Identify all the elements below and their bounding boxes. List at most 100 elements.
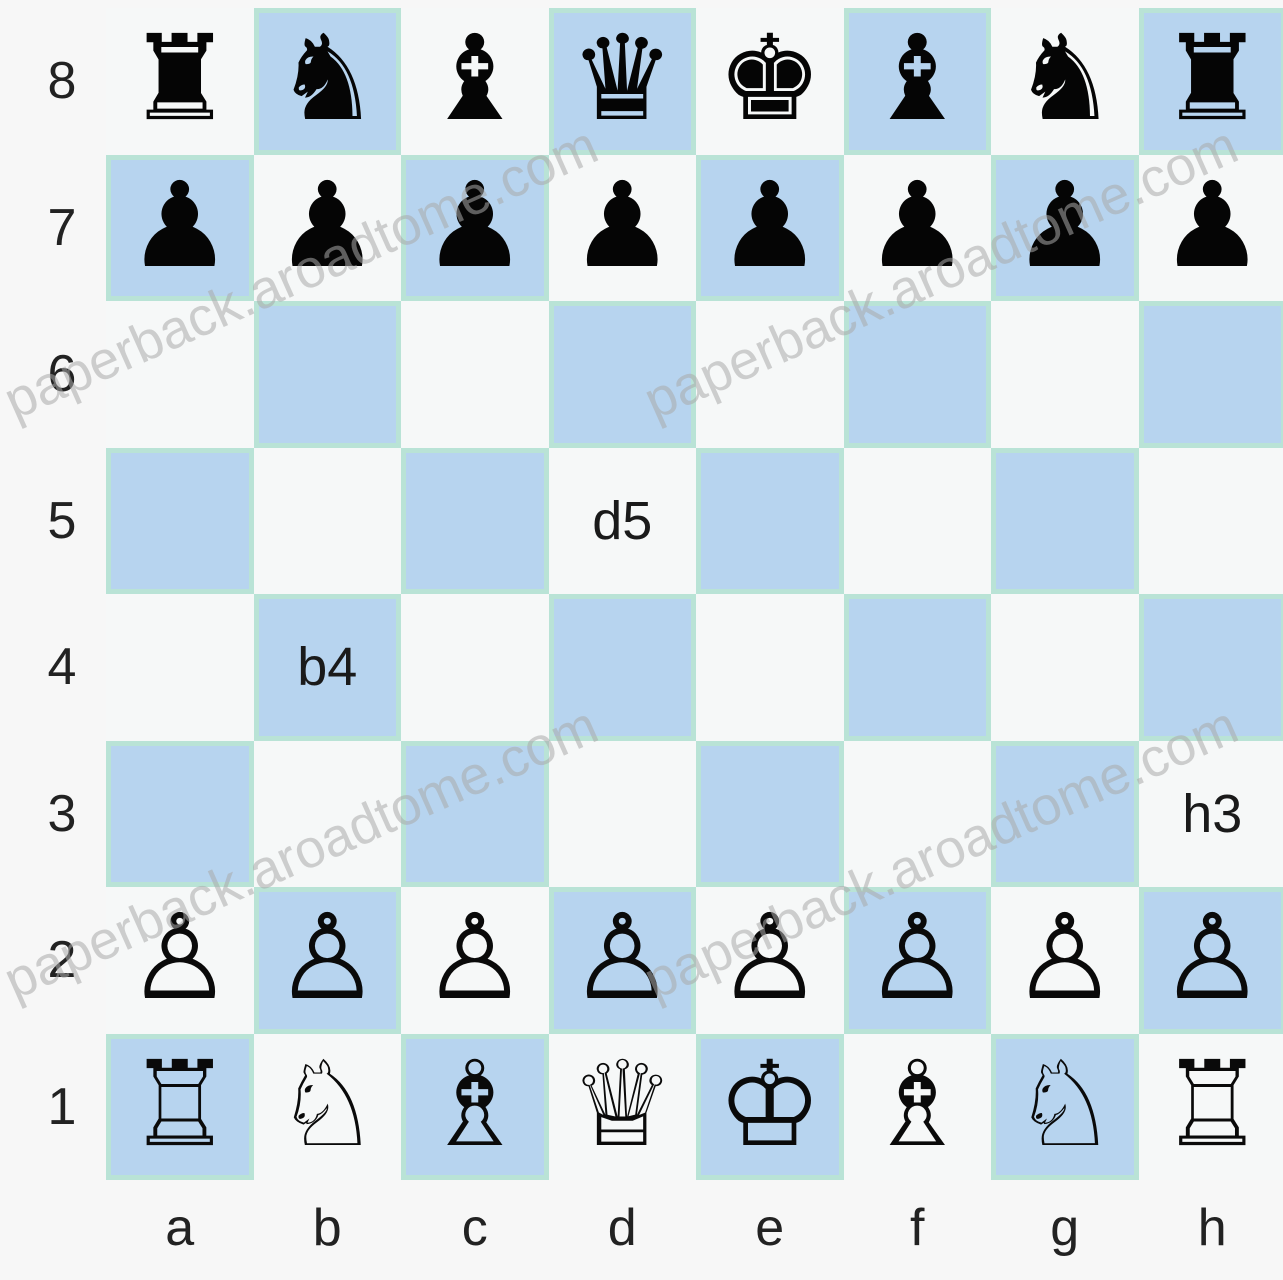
- black-pawn-icon[interactable]: ♟: [274, 166, 380, 284]
- square-g1[interactable]: ♘: [991, 1034, 1139, 1181]
- black-queen-icon[interactable]: ♛: [569, 19, 675, 137]
- black-rook-icon[interactable]: ♜: [1159, 19, 1265, 137]
- square-c7[interactable]: ♟: [401, 155, 549, 302]
- square-a6[interactable]: [106, 301, 254, 448]
- square-f1[interactable]: ♗: [844, 1034, 992, 1181]
- square-g7[interactable]: ♟: [991, 155, 1139, 302]
- square-h3[interactable]: h3: [1139, 741, 1283, 888]
- square-b6[interactable]: [254, 301, 402, 448]
- black-bishop-icon[interactable]: ♝: [864, 19, 970, 137]
- black-pawn-icon[interactable]: ♟: [1012, 166, 1118, 284]
- black-knight-icon[interactable]: ♞: [274, 19, 380, 137]
- square-e1[interactable]: ♔: [696, 1034, 844, 1181]
- square-g2[interactable]: ♙: [991, 887, 1139, 1034]
- black-king-icon[interactable]: ♚: [717, 19, 823, 137]
- file-label: a: [106, 1188, 254, 1268]
- square-a7[interactable]: ♟: [106, 155, 254, 302]
- square-b3[interactable]: [254, 741, 402, 888]
- white-knight-icon[interactable]: ♘: [1012, 1045, 1118, 1163]
- square-h1[interactable]: ♖: [1139, 1034, 1283, 1181]
- square-e3[interactable]: [696, 741, 844, 888]
- white-rook-icon[interactable]: ♖: [127, 1045, 233, 1163]
- file-label: g: [991, 1188, 1139, 1268]
- square-f6[interactable]: [844, 301, 992, 448]
- square-g5[interactable]: [991, 448, 1139, 595]
- white-pawn-icon[interactable]: ♙: [1012, 898, 1118, 1016]
- white-queen-icon[interactable]: ♕: [569, 1045, 675, 1163]
- square-a5[interactable]: [106, 448, 254, 595]
- square-e8[interactable]: ♚: [696, 8, 844, 155]
- square-h4[interactable]: [1139, 594, 1283, 741]
- white-pawn-icon[interactable]: ♙: [422, 898, 528, 1016]
- square-f8[interactable]: ♝: [844, 8, 992, 155]
- square-g4[interactable]: [991, 594, 1139, 741]
- square-f5[interactable]: [844, 448, 992, 595]
- square-e5[interactable]: [696, 448, 844, 595]
- square-g3[interactable]: [991, 741, 1139, 888]
- square-f7[interactable]: ♟: [844, 155, 992, 302]
- square-e7[interactable]: ♟: [696, 155, 844, 302]
- white-pawn-icon[interactable]: ♙: [1159, 898, 1265, 1016]
- square-b4[interactable]: b4: [254, 594, 402, 741]
- white-pawn-icon[interactable]: ♙: [717, 898, 823, 1016]
- square-d5[interactable]: d5: [549, 448, 697, 595]
- square-b7[interactable]: ♟: [254, 155, 402, 302]
- square-c4[interactable]: [401, 594, 549, 741]
- square-g8[interactable]: ♞: [991, 8, 1139, 155]
- square-a2[interactable]: ♙: [106, 887, 254, 1034]
- square-b2[interactable]: ♙: [254, 887, 402, 1034]
- square-d3[interactable]: [549, 741, 697, 888]
- file-label: d: [549, 1188, 697, 1268]
- white-pawn-icon[interactable]: ♙: [864, 898, 970, 1016]
- square-b1[interactable]: ♘: [254, 1034, 402, 1181]
- black-bishop-icon[interactable]: ♝: [422, 19, 528, 137]
- white-pawn-icon[interactable]: ♙: [127, 898, 233, 1016]
- square-d6[interactable]: [549, 301, 697, 448]
- rank-label: 7: [32, 155, 92, 302]
- square-e6[interactable]: [696, 301, 844, 448]
- white-pawn-icon[interactable]: ♙: [569, 898, 675, 1016]
- square-c6[interactable]: [401, 301, 549, 448]
- square-h6[interactable]: [1139, 301, 1283, 448]
- black-knight-icon[interactable]: ♞: [1012, 19, 1118, 137]
- square-h8[interactable]: ♜: [1139, 8, 1283, 155]
- square-h2[interactable]: ♙: [1139, 887, 1283, 1034]
- square-d4[interactable]: [549, 594, 697, 741]
- square-a1[interactable]: ♖: [106, 1034, 254, 1181]
- black-pawn-icon[interactable]: ♟: [569, 166, 675, 284]
- square-c2[interactable]: ♙: [401, 887, 549, 1034]
- white-bishop-icon[interactable]: ♗: [864, 1045, 970, 1163]
- square-b5[interactable]: [254, 448, 402, 595]
- black-pawn-icon[interactable]: ♟: [1159, 166, 1265, 284]
- black-pawn-icon[interactable]: ♟: [422, 166, 528, 284]
- white-pawn-icon[interactable]: ♙: [274, 898, 380, 1016]
- square-a4[interactable]: [106, 594, 254, 741]
- square-h5[interactable]: [1139, 448, 1283, 595]
- square-f3[interactable]: [844, 741, 992, 888]
- square-d8[interactable]: ♛: [549, 8, 697, 155]
- white-bishop-icon[interactable]: ♗: [422, 1045, 528, 1163]
- square-f2[interactable]: ♙: [844, 887, 992, 1034]
- white-king-icon[interactable]: ♔: [717, 1045, 823, 1163]
- square-d7[interactable]: ♟: [549, 155, 697, 302]
- black-rook-icon[interactable]: ♜: [127, 19, 233, 137]
- square-h7[interactable]: ♟: [1139, 155, 1283, 302]
- square-f4[interactable]: [844, 594, 992, 741]
- white-knight-icon[interactable]: ♘: [274, 1045, 380, 1163]
- square-b8[interactable]: ♞: [254, 8, 402, 155]
- square-c5[interactable]: [401, 448, 549, 595]
- black-pawn-icon[interactable]: ♟: [864, 166, 970, 284]
- square-e2[interactable]: ♙: [696, 887, 844, 1034]
- square-c8[interactable]: ♝: [401, 8, 549, 155]
- black-pawn-icon[interactable]: ♟: [127, 166, 233, 284]
- black-pawn-icon[interactable]: ♟: [717, 166, 823, 284]
- square-c1[interactable]: ♗: [401, 1034, 549, 1181]
- square-a3[interactable]: [106, 741, 254, 888]
- square-a8[interactable]: ♜: [106, 8, 254, 155]
- square-g6[interactable]: [991, 301, 1139, 448]
- square-d2[interactable]: ♙: [549, 887, 697, 1034]
- square-e4[interactable]: [696, 594, 844, 741]
- square-c3[interactable]: [401, 741, 549, 888]
- square-d1[interactable]: ♕: [549, 1034, 697, 1181]
- white-rook-icon[interactable]: ♖: [1159, 1045, 1265, 1163]
